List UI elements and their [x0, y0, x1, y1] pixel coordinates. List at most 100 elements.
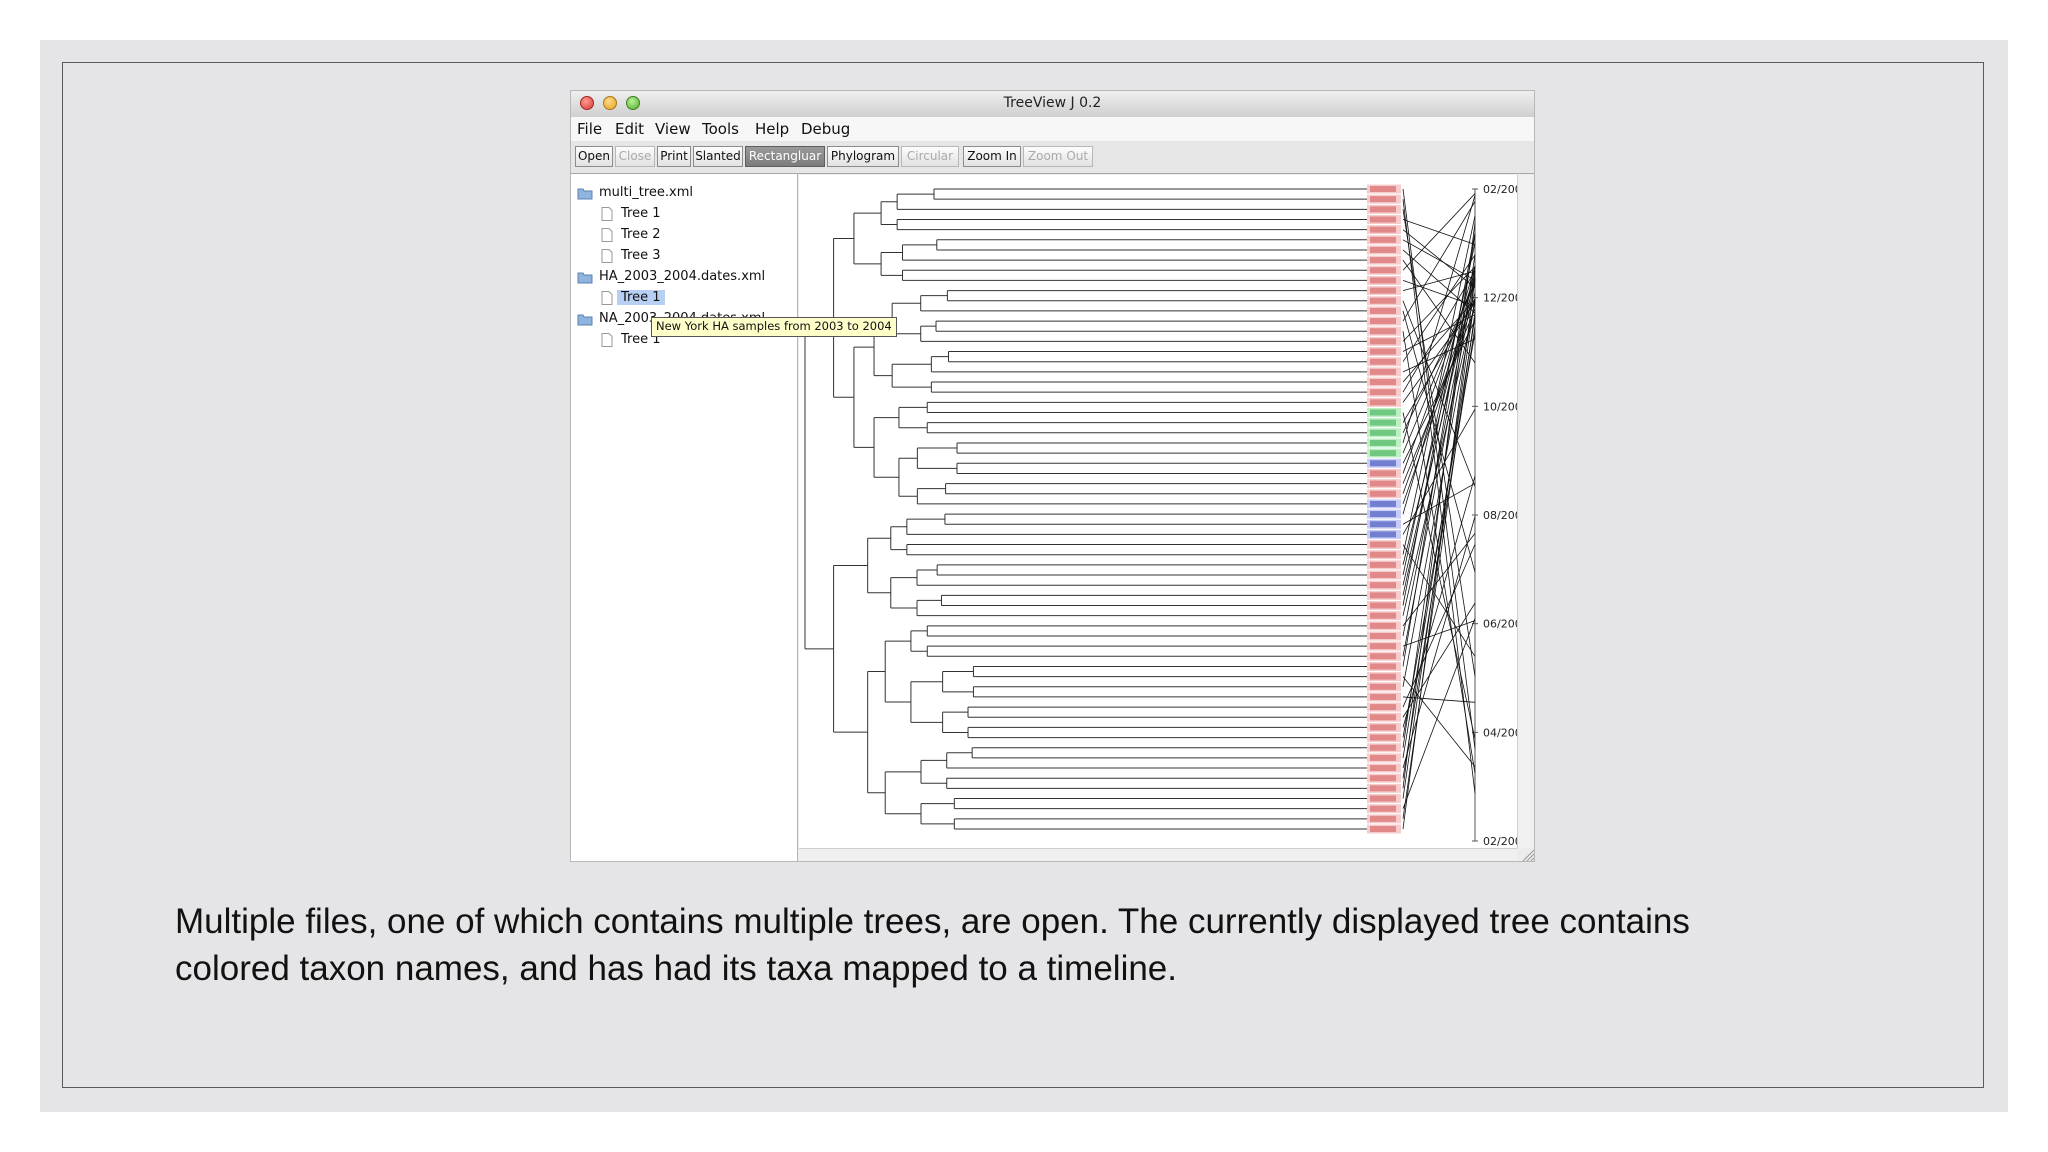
toolbar: Open Close Print Slanted Rectangluar Phy…: [571, 141, 1534, 174]
timeline-mapping-line: [1402, 266, 1476, 596]
taxon-label-mark: [1370, 379, 1396, 386]
rectangular-button[interactable]: Rectangluar: [745, 146, 825, 167]
tree-node-label: Tree 3: [621, 248, 661, 263]
taxon-label-mark: [1370, 277, 1396, 284]
menu-view[interactable]: View: [655, 120, 691, 138]
taxon-label-mark: [1370, 348, 1396, 355]
phylogram-button[interactable]: Phylogram: [827, 146, 899, 167]
resize-grip-icon[interactable]: [1517, 848, 1535, 862]
timeline-mapping-line: [1402, 278, 1476, 830]
taxon-label-mark: [1370, 795, 1396, 802]
timeline-mapping-line: [1402, 544, 1476, 708]
taxon-label-mark: [1370, 460, 1396, 467]
taxon-label-mark: [1370, 683, 1396, 690]
tree-canvas[interactable]: 02/200412/200310/200308/200306/200304/20…: [799, 175, 1529, 848]
taxon-label-mark: [1370, 521, 1396, 528]
close-window-icon[interactable]: [580, 96, 594, 110]
timeline-mapping-line: [1402, 234, 1476, 667]
taxon-label-mark: [1370, 236, 1396, 243]
taxon-label-mark: [1370, 307, 1396, 314]
file-tree-pane: multi_tree.xml Tree 1 Tree 2 Tree 3 HA_2…: [571, 174, 798, 861]
timeline-mapping-line: [1402, 199, 1476, 794]
timeline-label: 10/2003: [1483, 400, 1517, 413]
minimize-window-icon[interactable]: [603, 96, 617, 110]
timeline-mapping-line: [1402, 249, 1476, 314]
timeline-label: 04/2003: [1483, 726, 1517, 739]
taxon-label-mark: [1370, 561, 1396, 568]
timeline-mapping-line: [1402, 312, 1476, 819]
timeline-mapping-line: [1402, 215, 1476, 555]
menu-tools[interactable]: Tools: [702, 120, 739, 138]
timeline-mapping-line: [1402, 270, 1476, 393]
timeline-mapping-line: [1402, 242, 1476, 576]
timeline-mapping-line: [1402, 620, 1476, 647]
slanted-button[interactable]: Slanted: [693, 146, 743, 167]
slide-caption: Multiple files, one of which contains mu…: [175, 898, 1875, 992]
document-icon: [601, 207, 613, 221]
taxon-label-mark: [1370, 541, 1396, 548]
timeline-mapping-line: [1402, 254, 1476, 748]
timeline-label: 12/2003: [1483, 292, 1517, 305]
document-icon: [601, 333, 613, 347]
vertical-scrollbar[interactable]: [1517, 175, 1534, 848]
taxon-label-mark: [1370, 470, 1396, 477]
file-node-label: multi_tree.xml: [599, 185, 693, 200]
menu-help[interactable]: Help: [755, 120, 790, 138]
taxon-label-mark: [1370, 704, 1396, 711]
menu-file[interactable]: File: [577, 120, 603, 138]
print-button[interactable]: Print: [657, 146, 691, 167]
taxon-label-mark: [1370, 328, 1396, 335]
taxon-label-mark: [1370, 612, 1396, 619]
taxon-label-mark: [1370, 419, 1396, 426]
taxon-label-mark: [1370, 602, 1396, 609]
taxon-label-mark: [1370, 338, 1396, 345]
tree-node-label: Tree 1: [621, 206, 661, 221]
timeline-label: 06/2003: [1483, 618, 1517, 631]
taxon-label-mark: [1370, 744, 1396, 751]
zoom-out-button[interactable]: Zoom Out: [1023, 146, 1093, 167]
timeline-mapping-line: [1402, 409, 1476, 535]
taxon-label-mark: [1370, 622, 1396, 629]
timeline-mapping-line: [1402, 533, 1476, 627]
taxon-label-mark: [1370, 714, 1396, 721]
taxon-label-mark: [1370, 693, 1396, 700]
timeline-mapping-line: [1402, 412, 1476, 739]
folder-icon: [577, 272, 593, 284]
menu-edit[interactable]: Edit: [615, 120, 645, 138]
taxon-label-mark: [1370, 287, 1396, 294]
timeline-label: 08/2003: [1483, 509, 1517, 522]
timeline-mapping-line: [1402, 299, 1476, 687]
timeline-mapping-line: [1402, 229, 1476, 288]
timeline-mapping-line: [1402, 195, 1476, 444]
taxon-label-mark: [1370, 592, 1396, 599]
timeline-mapping-line: [1402, 297, 1476, 799]
timeline-mapping-line: [1402, 516, 1476, 769]
taxon-label-mark: [1370, 531, 1396, 538]
taxon-label-mark: [1370, 724, 1396, 731]
taxon-label-mark: [1370, 206, 1396, 213]
taxon-label-mark: [1370, 399, 1396, 406]
tree-node-label: Tree 2: [621, 227, 661, 242]
taxon-label-mark: [1370, 196, 1396, 203]
menu-debug[interactable]: Debug: [801, 120, 851, 138]
timeline-mapping-line: [1402, 222, 1476, 789]
open-button[interactable]: Open: [575, 146, 613, 167]
timeline-mapping-line: [1402, 302, 1476, 616]
circular-button[interactable]: Circular: [901, 146, 959, 167]
timeline-mapping-line: [1402, 280, 1476, 307]
timeline-mapping-line: [1402, 276, 1476, 474]
maximize-window-icon[interactable]: [626, 96, 640, 110]
taxon-label-mark: [1370, 500, 1396, 507]
horizontal-scrollbar[interactable]: [799, 848, 1517, 861]
title-bar[interactable]: TreeView J 0.2: [571, 91, 1534, 118]
taxon-label-mark: [1370, 318, 1396, 325]
taxon-label-mark: [1370, 572, 1396, 579]
timeline-mapping-line: [1402, 232, 1476, 606]
taxon-label-mark: [1370, 450, 1396, 457]
timeline-mapping-line: [1402, 317, 1476, 758]
taxon-label-mark: [1370, 358, 1396, 365]
close-button[interactable]: Close: [615, 146, 655, 167]
document-icon: [601, 291, 613, 305]
zoom-in-button[interactable]: Zoom In: [963, 146, 1021, 167]
phylogenetic-tree: 02/200412/200310/200308/200306/200304/20…: [804, 183, 1529, 848]
